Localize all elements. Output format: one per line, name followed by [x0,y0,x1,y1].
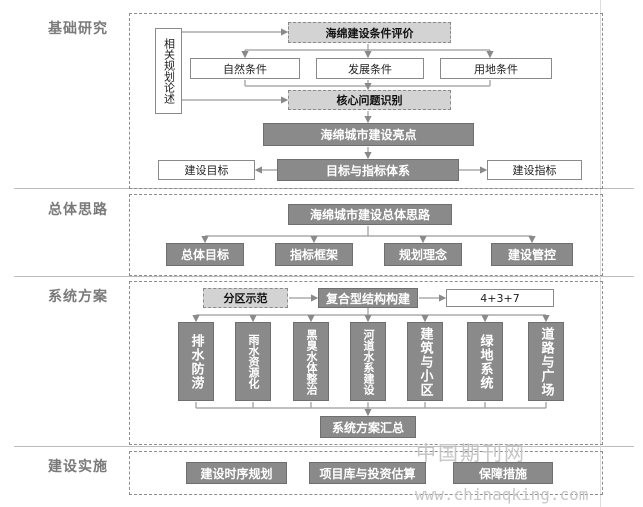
column-drainage: 排水防涝 [178,322,214,401]
compound-structure-box: 复合型结构构建 [318,288,418,308]
panel-implementation [129,451,603,495]
condition-land-box: 用地条件 [440,58,552,79]
column-buildings-communities: 建筑与小区 [407,322,443,401]
zoning-demo-box: 分区示范 [203,288,288,308]
impl-item-safeguards: 保障措施 [453,462,553,484]
summary-box: 系统方案汇总 [320,416,416,438]
indicator-box: 建设指标 [487,160,582,180]
watermark-cn: 中国期刊网 [416,441,526,465]
condition-natural-box: 自然条件 [190,58,300,79]
highlight-box: 海绵城市建设亮点 [263,123,474,146]
column-river-system: 河道水系建设 [350,322,386,401]
formula-box: 4+3+7 [446,289,554,307]
evaluation-box: 海绵建设条件评价 [288,22,451,43]
impl-item-project-library: 项目库与投资估算 [309,462,426,484]
goal-box: 建设目标 [158,160,255,180]
column-black-odorous-water: 黑臭水体整治 [293,322,329,401]
section-label-basic-research: 基础研究 [48,21,108,37]
approach-item-planning-concept: 规划理念 [384,243,462,266]
column-rainwater-resource: 雨水资源化 [235,322,271,401]
section-label-system-plan: 系统方案 [48,289,108,305]
approach-item-indicator-framework: 指标框架 [275,243,353,266]
watermark-url: www.chinaqking.com [415,485,589,504]
panel-system-plan [129,281,603,445]
panel-overall-approach [129,194,603,276]
section-label-implementation: 建设实施 [48,459,108,475]
section-label-overall-approach: 总体思路 [48,202,108,218]
related-planning-box: 相关规划论述 [155,28,182,114]
impl-item-schedule: 建设时序规划 [186,462,287,484]
condition-development-box: 发展条件 [316,58,424,79]
approach-item-overall-goal: 总体目标 [166,243,244,266]
approach-title-box: 海绵城市建设总体思路 [288,204,452,225]
approach-item-construction-control: 建设管控 [491,243,573,266]
goal-system-box: 目标与指标体系 [277,159,459,181]
panel-basic-research [129,13,603,189]
column-green-space: 绿地系统 [467,322,503,401]
core-issue-box: 核心问题识别 [288,90,451,110]
column-roads-squares: 道路与广场 [528,322,564,401]
